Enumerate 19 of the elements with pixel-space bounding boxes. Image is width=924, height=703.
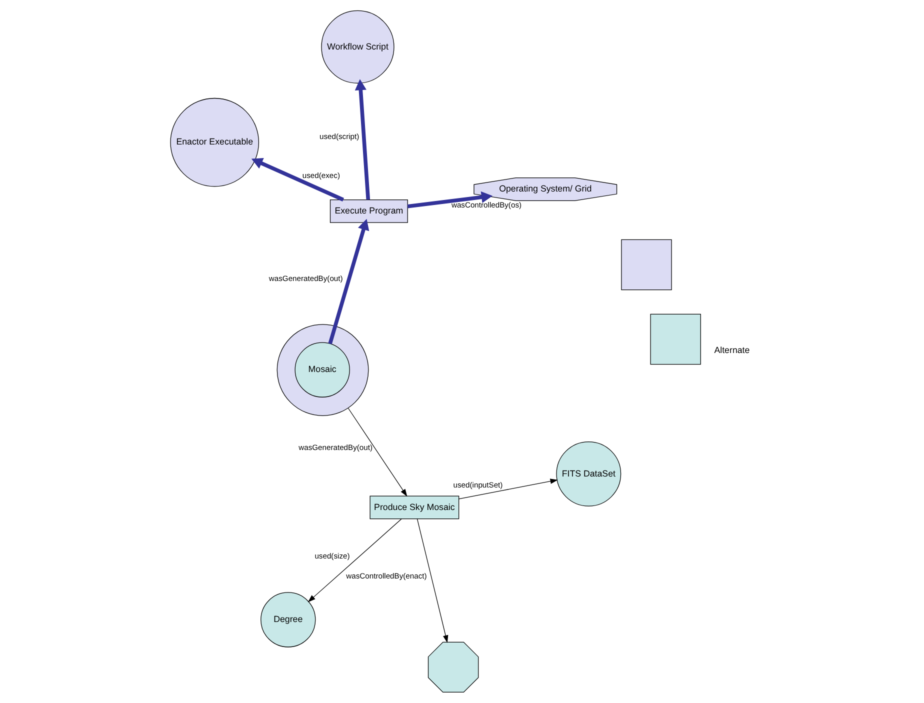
- cluster: [276, 324, 368, 416]
- node-box: Produce Sky Mosaic: [369, 496, 459, 520]
- node-circle: Mosaic: [294, 342, 350, 398]
- arrow: [406, 191, 492, 208]
- arrow: [347, 408, 407, 497]
- arrow: [328, 218, 369, 344]
- node-box: [650, 314, 700, 365]
- arrow: [307, 518, 402, 602]
- node-box: Execute Program: [329, 199, 408, 223]
- arrow: [458, 478, 558, 500]
- node-box: [620, 239, 672, 290]
- node-circle: FITS DataSet: [556, 441, 621, 506]
- arrow: [250, 158, 344, 202]
- node-circle: Enactor Executable: [170, 98, 259, 187]
- node-circle: Workflow Script: [320, 10, 394, 84]
- node-octagon: [427, 642, 478, 693]
- arrow: [416, 518, 448, 643]
- arrow: [354, 79, 370, 200]
- label: Alternate: [714, 344, 750, 355]
